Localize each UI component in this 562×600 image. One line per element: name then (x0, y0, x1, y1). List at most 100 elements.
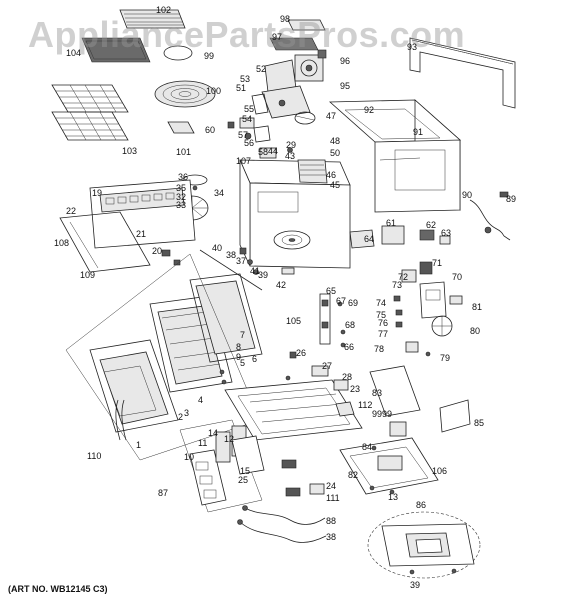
base-plate-112[interactable] (224, 379, 363, 441)
callout-label: 8 (236, 342, 242, 352)
callout-label: 45 (330, 180, 341, 190)
small-parts-85-86[interactable] (369, 445, 395, 495)
fan-motor-bracket[interactable] (251, 85, 311, 119)
callout-label: 65 (326, 286, 337, 296)
cover-23[interactable] (335, 401, 355, 417)
control-panel-frame-108[interactable] (59, 211, 151, 273)
strip-40[interactable] (199, 249, 263, 291)
callout-label: 88 (326, 516, 337, 526)
callout-label: 77 (378, 329, 389, 339)
callout-label: 72 (398, 272, 409, 282)
callout-label: 68 (345, 320, 356, 330)
callout-label: 38 (226, 250, 237, 260)
part-83[interactable] (389, 421, 407, 437)
callout-label: 51 (236, 83, 247, 93)
lamp-cover-82[interactable] (369, 365, 421, 417)
door-screen-7[interactable] (189, 273, 263, 363)
callout-label: 70 (452, 272, 463, 282)
callout-label: 99 (204, 51, 215, 61)
outer-case-90[interactable] (328, 99, 462, 213)
callout-label: 44 (268, 146, 279, 156)
blower-assembly-95[interactable] (264, 49, 327, 93)
callout-label: 12 (224, 434, 235, 444)
switch-parts-65-69[interactable] (337, 301, 346, 348)
callout-label: 9999 (372, 409, 393, 419)
callout-label: 41 (250, 266, 261, 276)
cover-plate-101[interactable] (167, 121, 195, 134)
callout-label: 90 (462, 190, 473, 200)
callout-label: 92 (364, 105, 375, 115)
magnetron-61-64[interactable] (349, 225, 405, 249)
callout-label: 78 (374, 344, 385, 354)
callout-label: 107 (236, 156, 252, 166)
turntable-tray-100[interactable] (154, 80, 216, 108)
callout-label: 21 (136, 229, 147, 239)
door-outer-1-2[interactable] (89, 339, 179, 441)
instruction-sheet-9999[interactable] (439, 399, 471, 433)
callout-label: 7 (240, 330, 246, 340)
hood-light-parts-26-29[interactable] (285, 351, 349, 391)
blower-wheel-47[interactable] (294, 111, 316, 125)
bottom-cover-84-106[interactable] (339, 437, 439, 495)
callout-label: 39 (258, 270, 269, 280)
gasket-ring-99[interactable] (163, 45, 193, 61)
callout-label: 85 (474, 418, 485, 428)
callout-label: 3 (184, 408, 190, 418)
callout-label: 74 (376, 298, 387, 308)
callout-label: 4 (198, 395, 204, 405)
harness-87-88[interactable] (237, 505, 327, 543)
oven-rack-lower-103[interactable] (51, 111, 129, 141)
power-cord-89[interactable] (469, 191, 511, 241)
vent-grille-102[interactable] (119, 9, 186, 29)
callout-label: 63 (441, 228, 452, 238)
bottom-detail-view[interactable] (367, 511, 481, 579)
callout-label: 10 (184, 452, 195, 462)
fan-motor-80-81[interactable] (431, 295, 463, 337)
callout-label: 23 (350, 384, 361, 394)
oven-rack-upper[interactable] (51, 84, 129, 113)
callout-label: 15 (240, 466, 251, 476)
callout-label: 43 (285, 151, 296, 161)
callout-label: 20 (152, 246, 163, 256)
callout-label: 81 (472, 302, 483, 312)
callout-label: 110 (87, 451, 102, 461)
callout-label: 71 (432, 258, 443, 268)
callout-label: 54 (242, 114, 253, 124)
callout-label: 108 (54, 238, 70, 248)
door-latch-parts-8-9[interactable] (219, 369, 227, 385)
callout-label: 26 (296, 348, 307, 358)
oven-cavity[interactable] (239, 159, 351, 269)
interlock-bracket-105[interactable] (319, 293, 331, 345)
control-panel-19[interactable] (89, 179, 196, 249)
callout-label: 39 (410, 580, 421, 590)
callout-label: 1 (136, 440, 142, 450)
relay-board-70-73[interactable] (401, 261, 447, 319)
callout-label: 83 (372, 388, 383, 398)
callout-label: 24 (326, 481, 337, 491)
callout-label: 58 (258, 147, 269, 157)
component-62-63[interactable] (419, 229, 451, 245)
control-group-111[interactable] (179, 419, 265, 513)
vent-plate-98-97[interactable] (269, 19, 326, 51)
callout-label: 98 (280, 14, 291, 24)
callout-label: 2 (178, 412, 184, 422)
callout-label: 109 (80, 270, 96, 280)
art-number: (ART NO. WB12145 C3) (8, 584, 108, 594)
bottom-plate-parts-38-42[interactable] (239, 247, 295, 275)
callout-label: 46 (326, 170, 337, 180)
lamp-parts-24-25[interactable] (281, 459, 325, 497)
callout-label: 40 (212, 243, 223, 253)
small-parts-74-79[interactable] (393, 295, 431, 357)
latch-parts-20-22[interactable] (161, 249, 181, 266)
callout-label: 84 (362, 442, 373, 452)
damper-parts-55-58[interactable] (227, 117, 271, 143)
filter-104[interactable] (81, 37, 151, 63)
waveguide-part-44[interactable] (259, 147, 293, 159)
callout-label: 14 (208, 428, 219, 438)
callout-label: 33 (176, 200, 187, 210)
callout-label: 34 (214, 188, 225, 198)
callout-label: 35 (176, 183, 187, 193)
callout-label: 105 (286, 316, 302, 326)
mounting-plate-93[interactable] (409, 37, 516, 109)
